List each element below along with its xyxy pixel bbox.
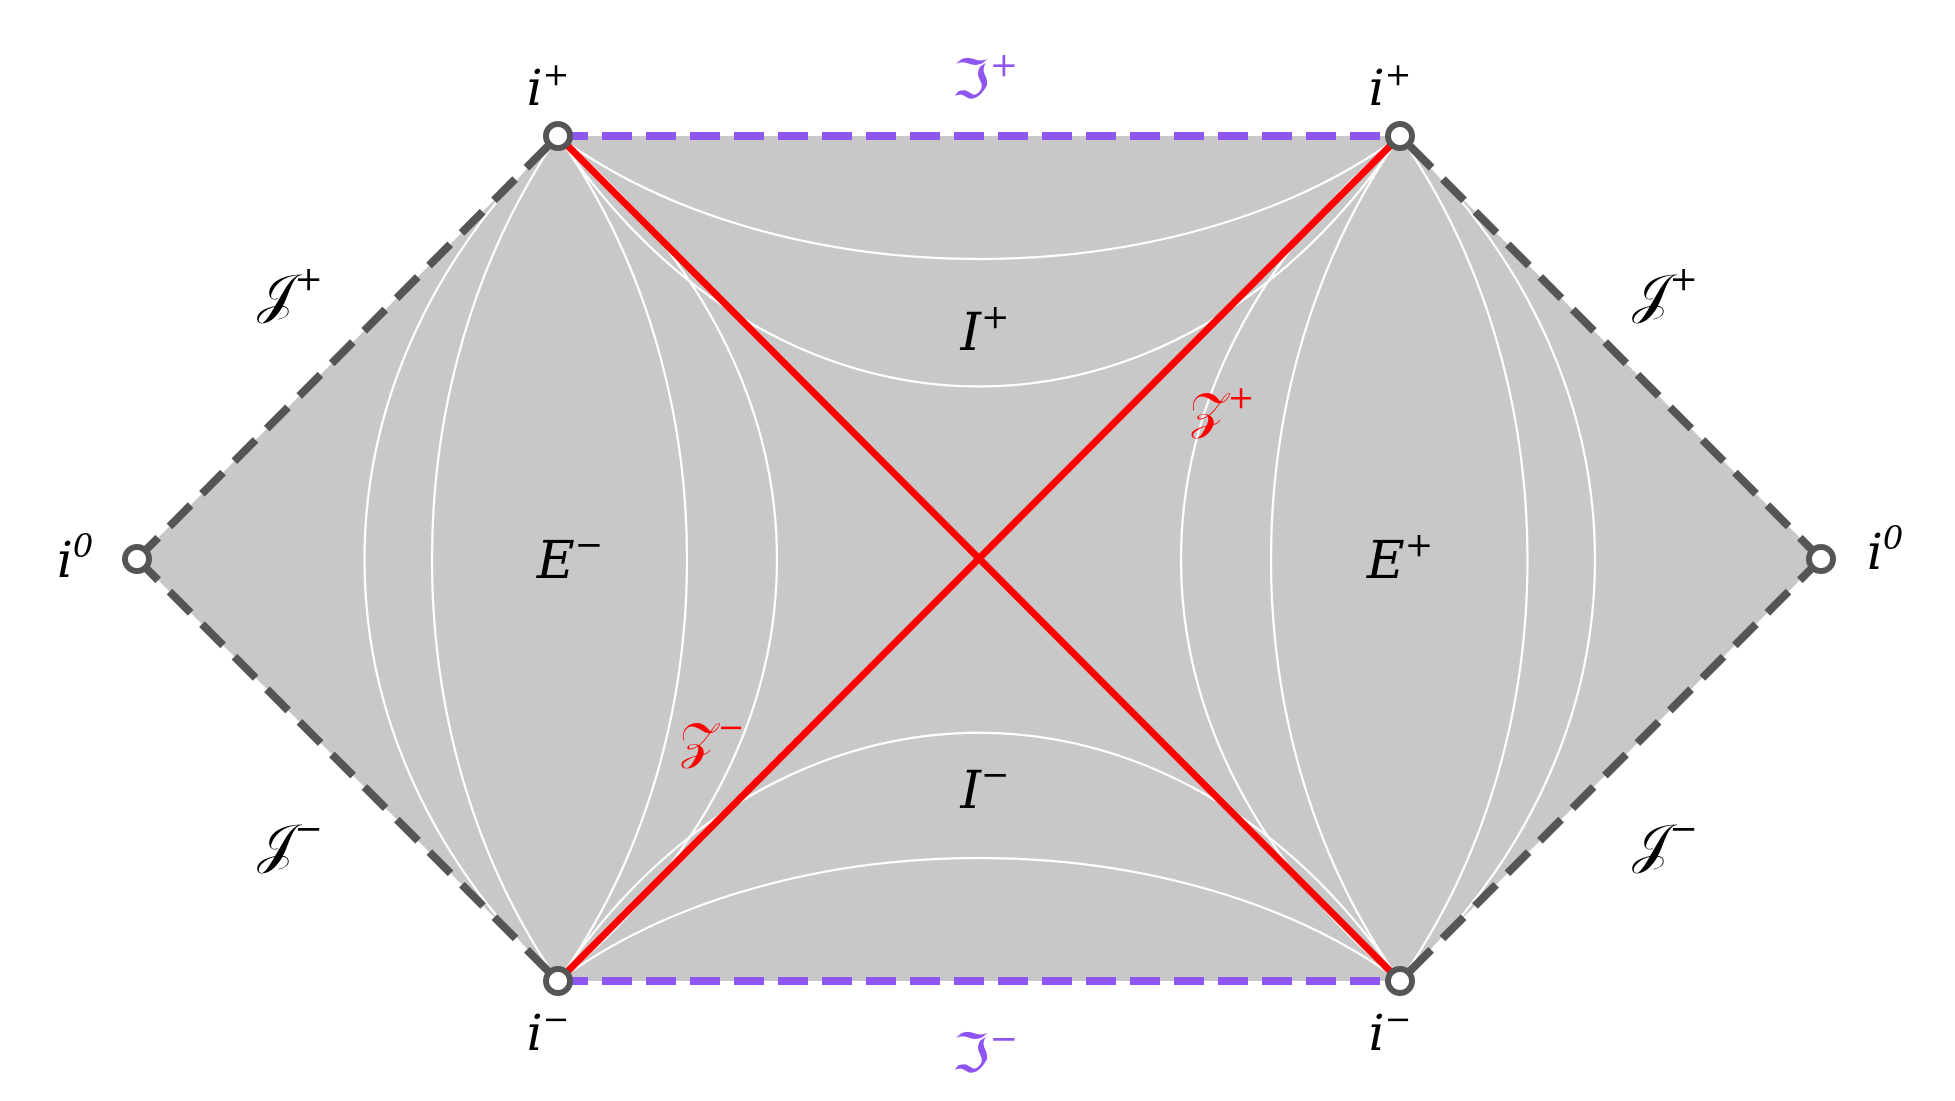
timelike-boundaries xyxy=(558,132,1400,985)
label-Z-plus: 𝒵+ xyxy=(1190,378,1255,440)
label-I-minus: I− xyxy=(959,755,1009,821)
top-curve-1 xyxy=(557,135,1401,260)
scri-minus-right-line xyxy=(1397,556,1824,984)
label-scri-minus-right: 𝒥− xyxy=(1632,809,1698,875)
label-i-minus-right: i− xyxy=(1369,1000,1412,1062)
bottom-curve-1 xyxy=(557,857,1401,982)
scri-minus-left-line xyxy=(134,556,561,984)
i-minus-right-node xyxy=(1385,966,1415,996)
point-labels: i+ i+ i− i− i0 i0 xyxy=(57,55,1903,1062)
i0-left-node xyxy=(122,544,152,574)
right-curve-4 xyxy=(1399,135,1596,982)
horizon-labels: 𝒵+ 𝒵− xyxy=(680,378,1255,770)
horizons xyxy=(555,133,1403,984)
top-curve-2 xyxy=(557,135,1401,388)
label-i-minus-left: i− xyxy=(527,1000,570,1062)
label-I-plus: I+ xyxy=(959,297,1009,363)
boundary-labels: 𝒥+ 𝒥− 𝒥+ 𝒥− ℑ+ ℑ− xyxy=(257,45,1698,1085)
i-minus-left-node xyxy=(543,966,573,996)
label-E-minus: E− xyxy=(536,525,603,591)
scri-plus-left-line xyxy=(134,133,561,562)
label-frak-top: ℑ+ xyxy=(952,45,1018,111)
i0-right-node xyxy=(1806,544,1836,574)
null-boundaries xyxy=(134,133,1824,984)
label-i-plus-right: i+ xyxy=(1369,55,1412,117)
left-curve-1 xyxy=(363,135,559,982)
endpoints xyxy=(122,121,1836,996)
right-curve-3 xyxy=(1399,135,1529,982)
label-Z-minus: 𝒵− xyxy=(680,708,745,770)
region-labels: E− E+ I+ I− xyxy=(536,297,1433,821)
i-plus-right-node xyxy=(1385,121,1415,151)
left-curve-2 xyxy=(431,135,559,982)
label-i-plus-left: i+ xyxy=(527,55,570,117)
label-frak-bottom: ℑ− xyxy=(952,1019,1018,1085)
label-i0-left: i0 xyxy=(57,527,93,589)
bottom-curve-2 xyxy=(557,731,1401,982)
right-curve-2 xyxy=(1270,135,1401,982)
label-i0-right: i0 xyxy=(1867,519,1903,581)
scri-plus-right-line xyxy=(1397,133,1824,562)
left-curve-3 xyxy=(557,135,688,982)
label-scri-minus-left: 𝒥− xyxy=(257,809,323,875)
label-scri-plus-left: 𝒥+ xyxy=(257,259,323,325)
label-scri-plus-right: 𝒥+ xyxy=(1632,259,1698,325)
i-plus-left-node xyxy=(543,121,573,151)
horizon-z-plus-line xyxy=(555,133,1403,984)
label-E-plus: E+ xyxy=(1366,525,1433,591)
